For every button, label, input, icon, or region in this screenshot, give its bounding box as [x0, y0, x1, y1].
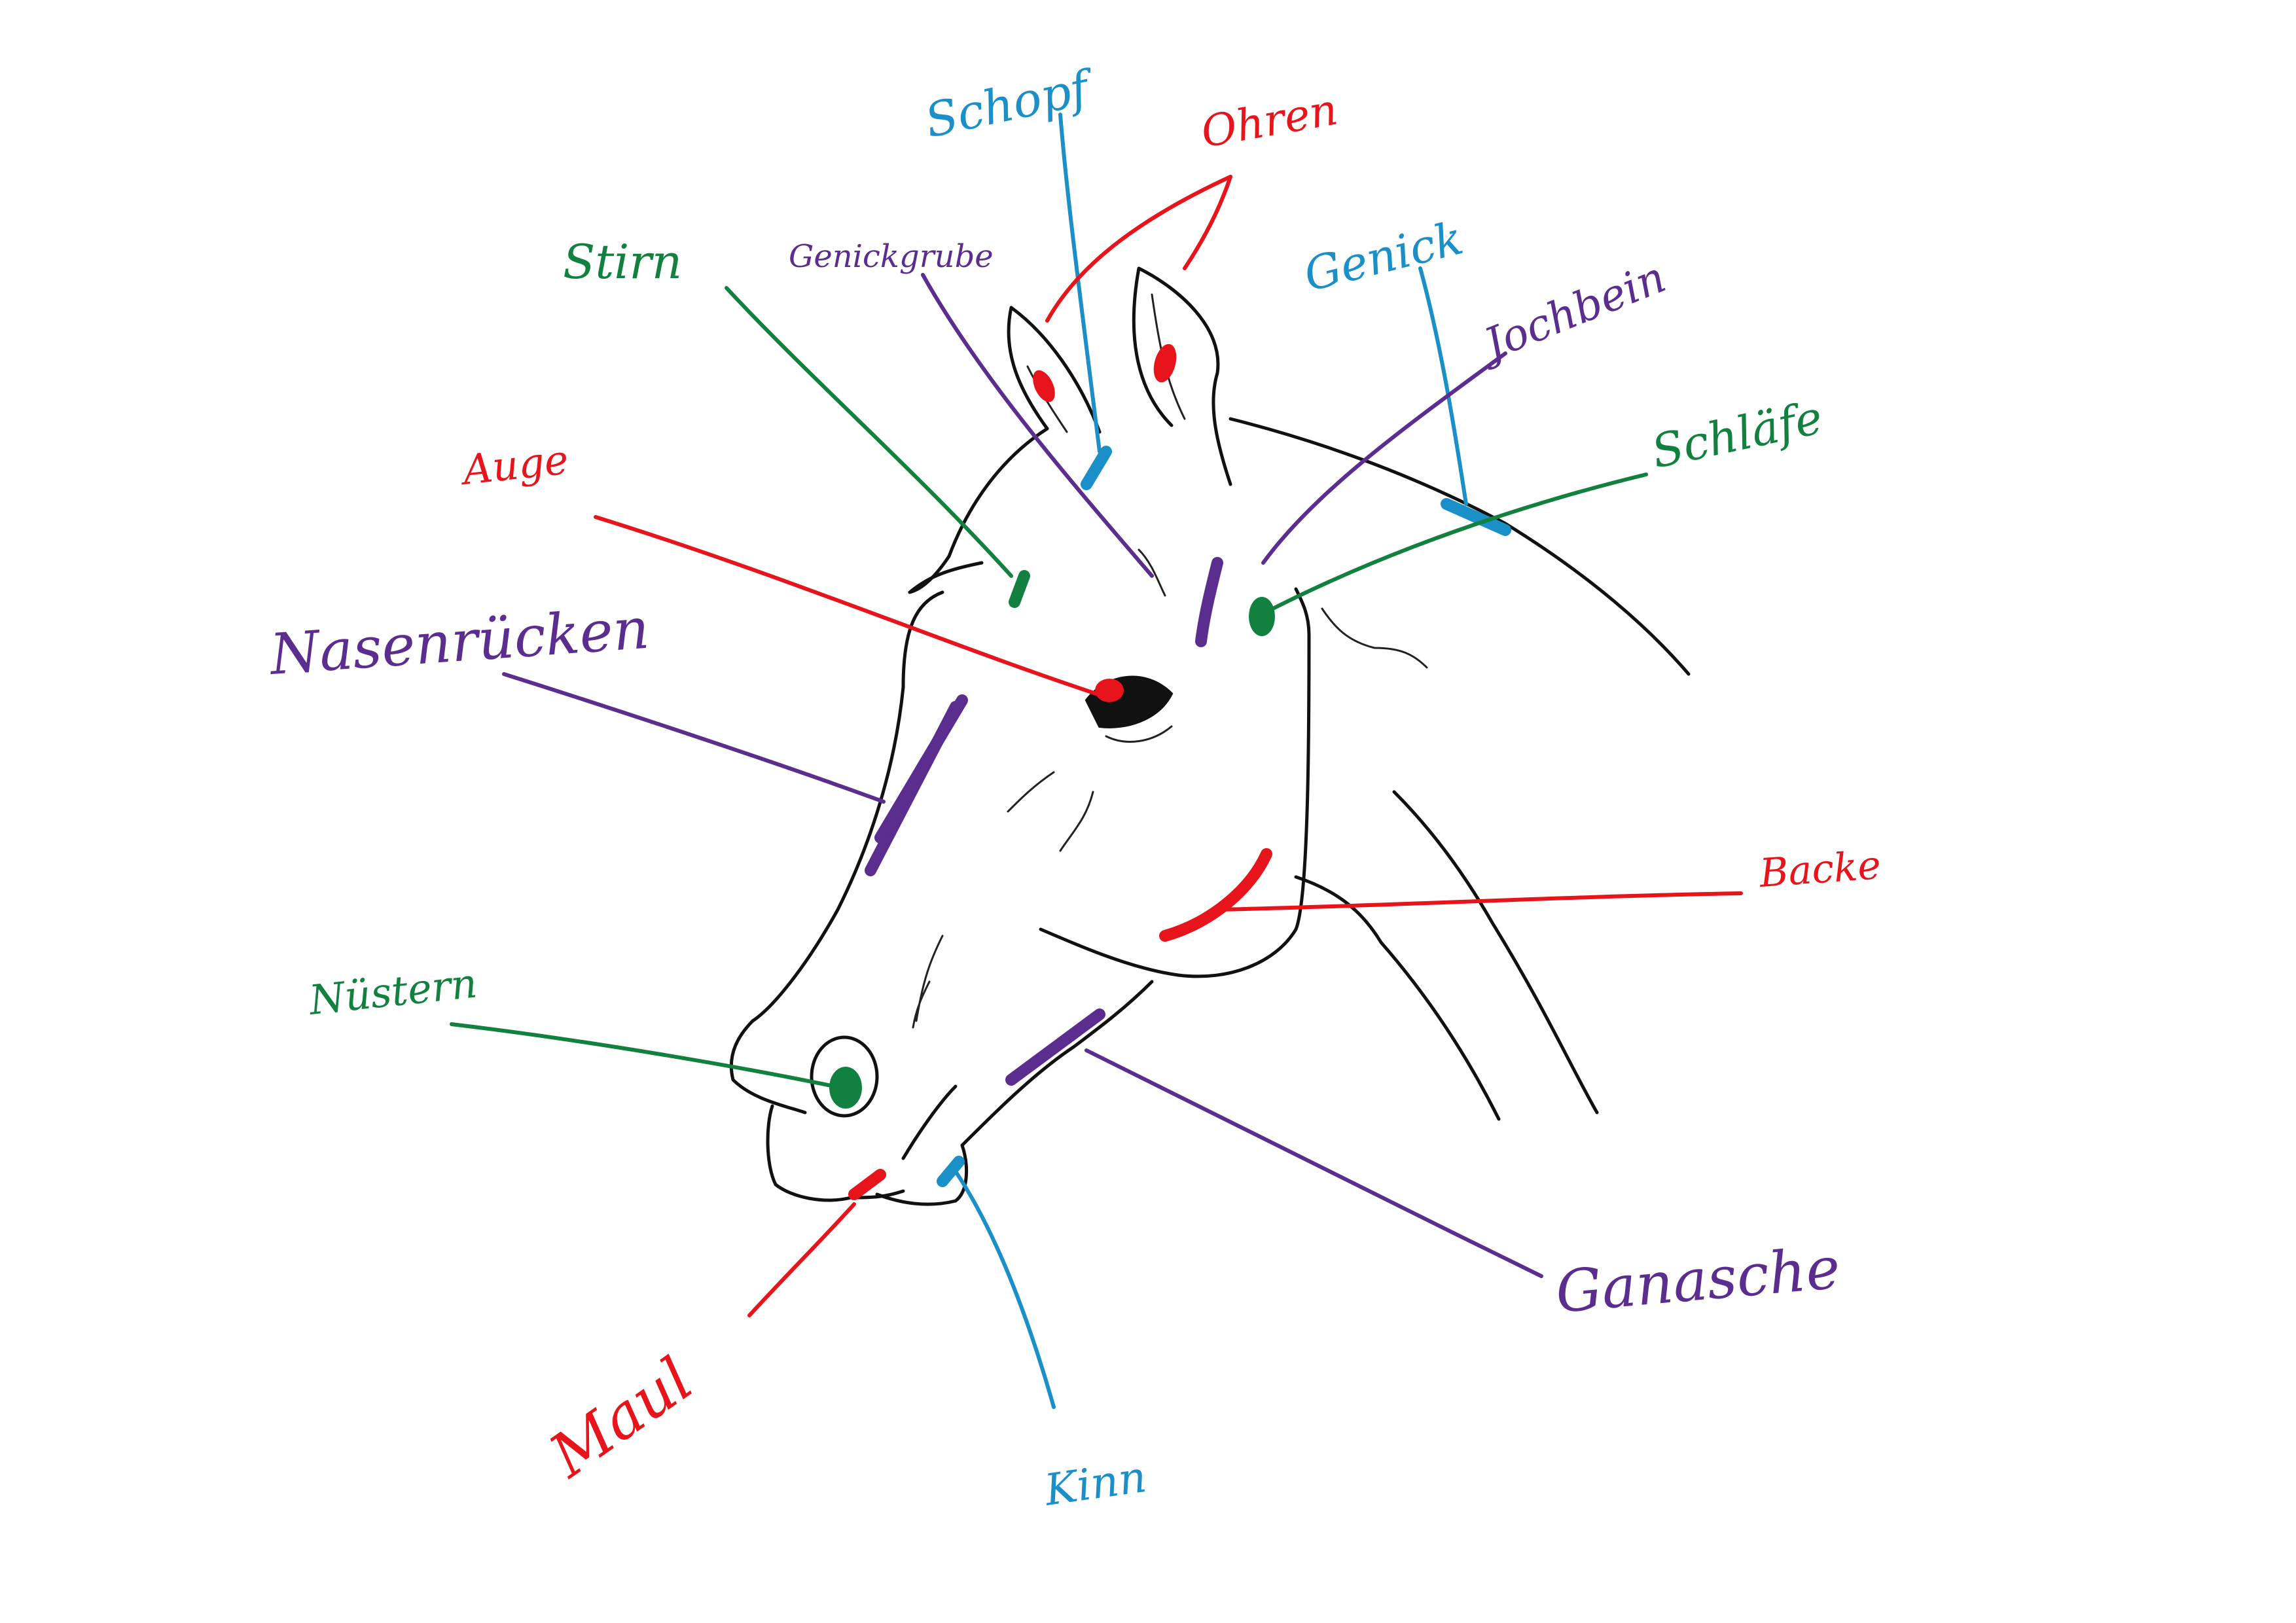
face-front [751, 590, 944, 1023]
neck-front [1392, 790, 1599, 1115]
schlaefe-mark [1249, 597, 1275, 636]
stirn-mark [1009, 570, 1030, 608]
label-schopf: Schopf [920, 59, 1100, 149]
ear-right-mark [1153, 344, 1177, 383]
brow-line [1138, 548, 1166, 597]
auge-leader [594, 515, 1108, 699]
kinn-leader [954, 1169, 1056, 1409]
jochbein-leader [1261, 351, 1507, 565]
label-stirn: Stirn [563, 234, 682, 289]
lower-lip [875, 1143, 969, 1206]
muzzle-front [766, 1104, 853, 1202]
face-wrinkle-1 [1007, 771, 1055, 813]
ganasche-leader [1085, 1048, 1543, 1278]
schopf-mark [1081, 446, 1112, 490]
stirn-leader [725, 286, 1013, 578]
ohren-leader-2 [1183, 175, 1232, 270]
cheek-curve [1039, 587, 1311, 978]
horse-head-outline [729, 266, 1691, 1206]
nasenruecken-mark-2 [874, 694, 968, 844]
eye [1085, 675, 1174, 743]
label-schlaefe: Schläfe [1647, 391, 1827, 479]
schlaefe-leader [1265, 473, 1648, 614]
backe-leader [1215, 891, 1743, 912]
throat-line [1294, 875, 1501, 1121]
label-ohren: Ohren [1197, 84, 1341, 158]
coloured-marks [829, 344, 1511, 1200]
crest-wrinkle [1321, 607, 1428, 669]
jaw-line [960, 980, 1154, 1147]
muzzle-top [729, 1019, 807, 1115]
eye-lid [1105, 725, 1173, 743]
chin-line [901, 1084, 958, 1160]
eye-red-highlight [1095, 679, 1124, 702]
schopf-leader [1058, 113, 1102, 454]
poll-line [1229, 417, 1691, 676]
backe-mark [1159, 848, 1272, 942]
label-auge: Auge [457, 435, 571, 494]
ohren-leader-1 [1045, 175, 1232, 323]
nostril-outline [810, 1035, 879, 1118]
face-wrinkle-2 [1059, 791, 1094, 852]
label-kinn: Kinn [1041, 1452, 1150, 1516]
nuestern-leader [450, 1022, 836, 1088]
label-jochbein: Jochbein [1470, 252, 1672, 373]
genickgrube-leader [921, 273, 1154, 578]
maul-mark [848, 1169, 886, 1200]
labels: Schopf Ohren Genickgrube Stirn Genick Jo… [266, 59, 1882, 1516]
label-genick: Genick [1299, 211, 1468, 302]
label-maul: Maul [537, 1344, 706, 1491]
maul-leader [747, 1202, 856, 1317]
nuestern-mark [829, 1067, 862, 1109]
label-nuestern: Nüstern [306, 959, 479, 1024]
genick-leader [1418, 266, 1468, 506]
ear-left-mark [1033, 370, 1055, 402]
ganasche-mark [1005, 1008, 1105, 1086]
label-genickgrube: Genickgrube [789, 238, 994, 275]
kinn-mark [937, 1156, 965, 1187]
forehead-line [908, 427, 1049, 594]
face-top [908, 561, 984, 594]
label-ganasche: Ganasche [1553, 1234, 1842, 1326]
label-nasenruecken: Nasenrücken [266, 596, 651, 688]
label-backe: Backe [1757, 842, 1882, 897]
jochbein-mark [1195, 557, 1223, 647]
genick-mark [1441, 498, 1511, 536]
right-ear [1132, 266, 1232, 486]
leader-lines [450, 113, 1743, 1409]
nose-wrinkles [912, 935, 944, 1029]
left-ear [1007, 306, 1102, 434]
nasenruecken-leader [502, 672, 886, 804]
